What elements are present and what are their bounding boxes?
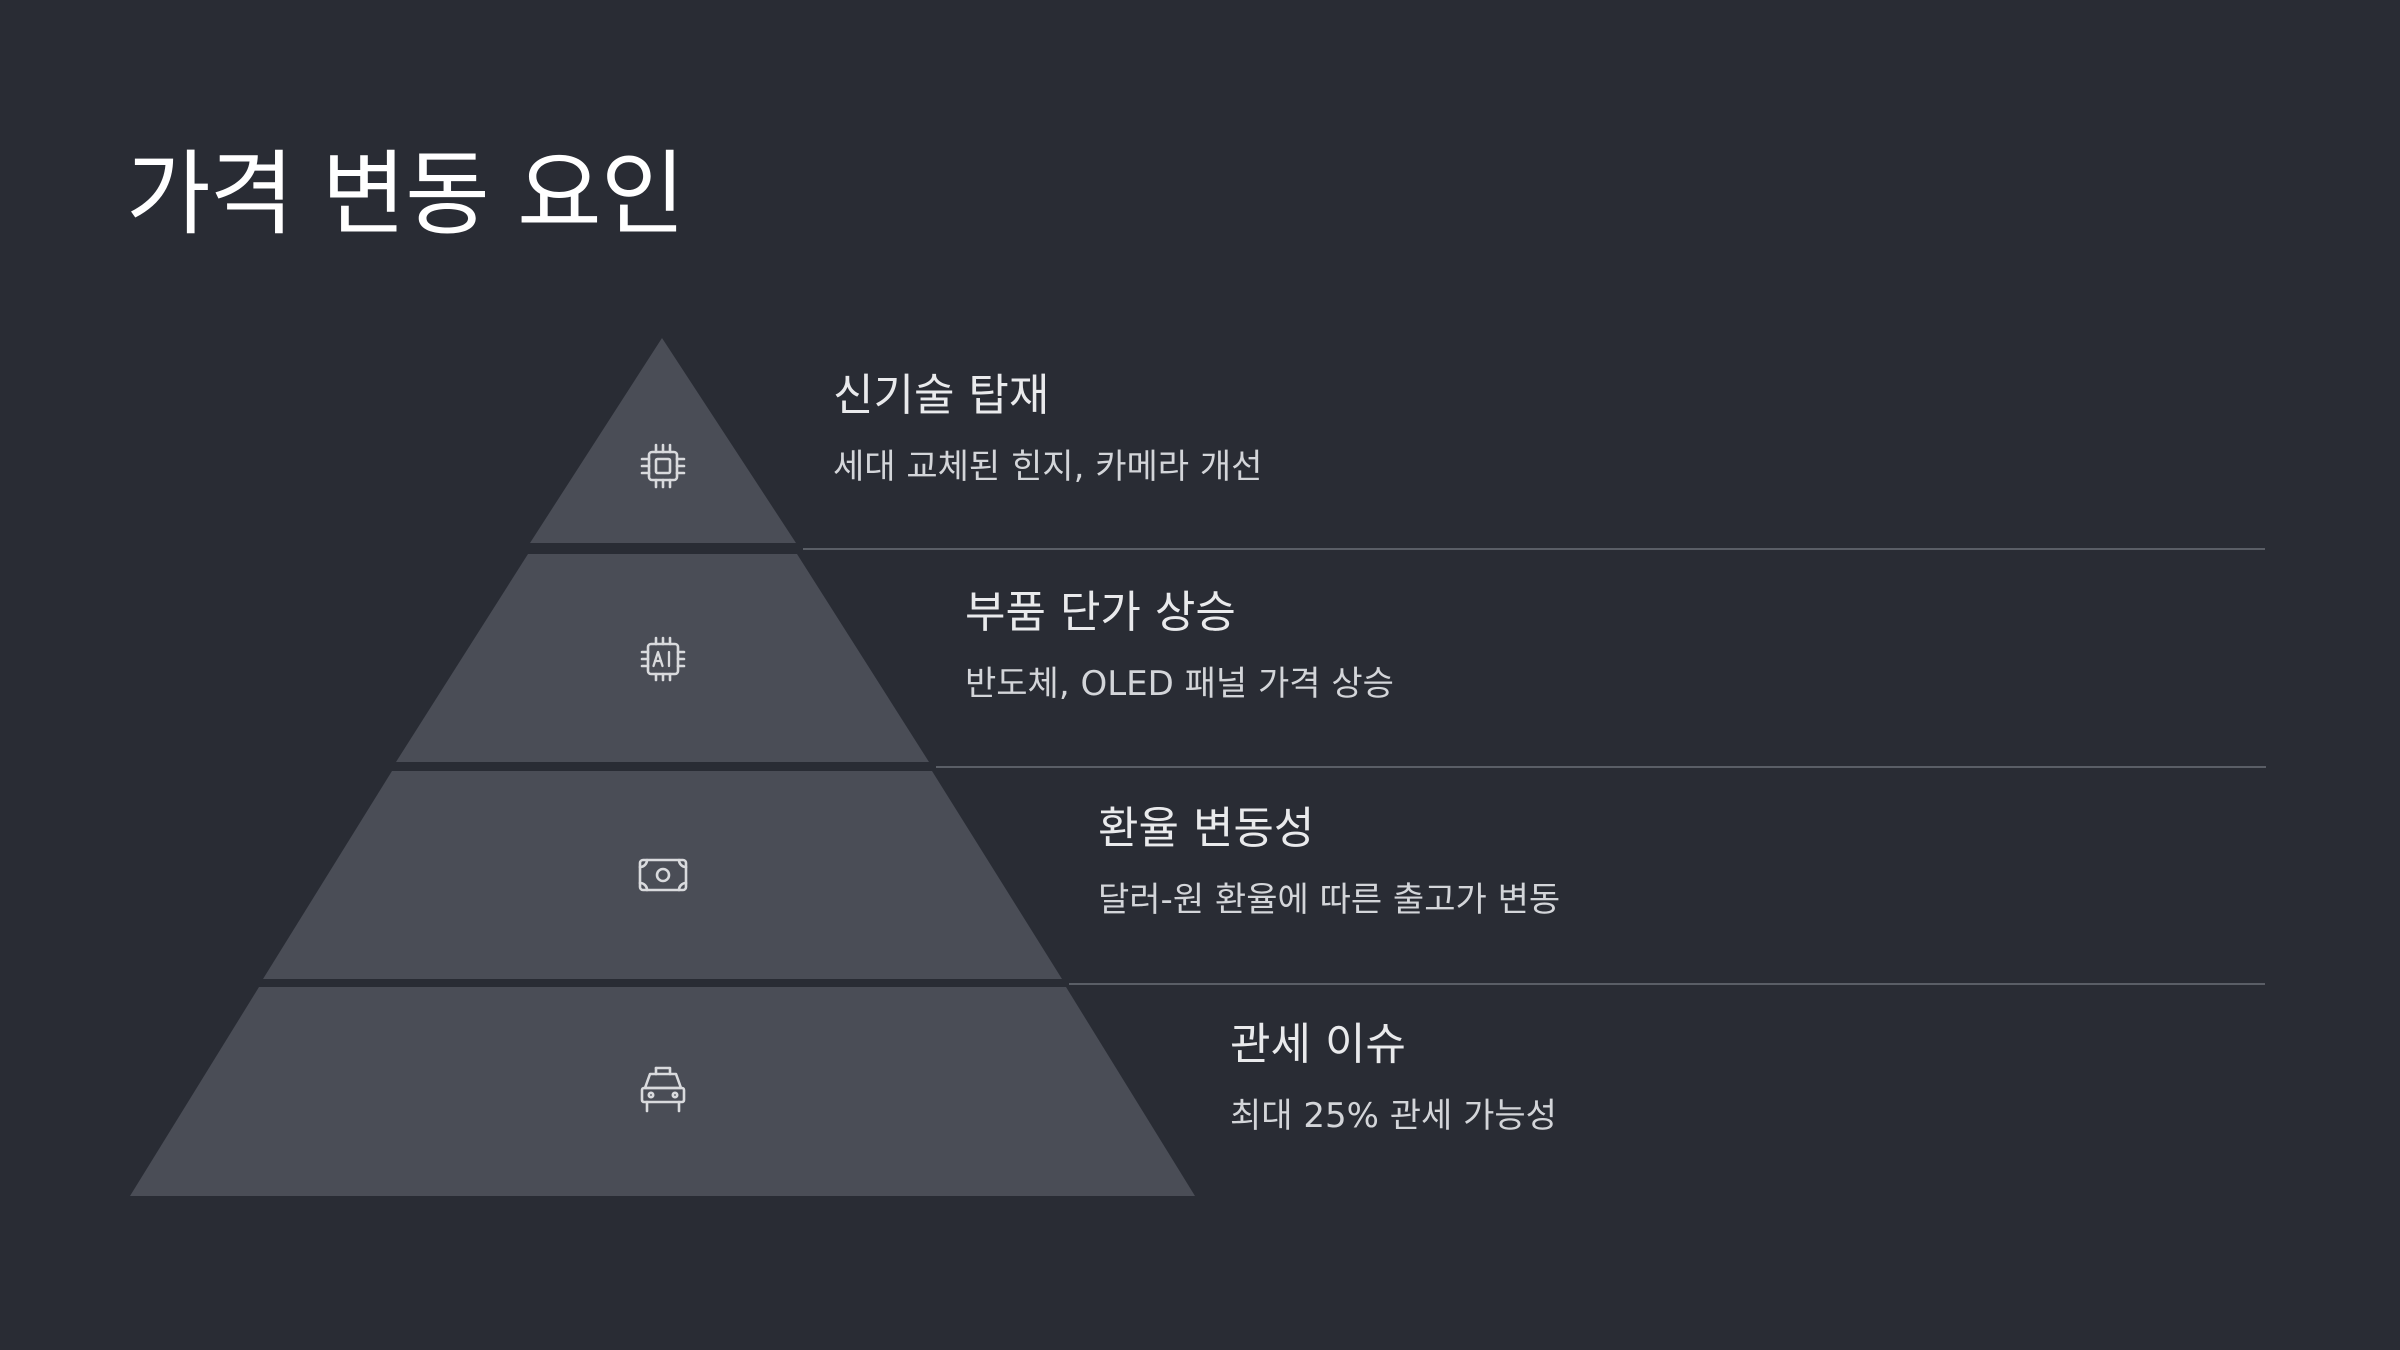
level-3-text: 환율 변동성 달러-원 환율에 따른 출고가 변동: [1098, 803, 1560, 921]
pyramid-level-2: [396, 554, 929, 762]
pyramid-level-4: [130, 987, 1195, 1196]
level-2-title: 부품 단가 상승: [965, 587, 1236, 638]
level-1-description: 세대 교체된 힌지, 카메라 개선: [833, 446, 1263, 487]
pyramid-level-3: [263, 771, 1062, 979]
level-4-text: 관세 이슈 최대 25% 관세 가능성: [1230, 1019, 1557, 1137]
divider-1: [803, 548, 2265, 550]
banknote-icon: [637, 849, 689, 901]
pyramid-level-1: [530, 338, 796, 543]
level-3-description: 달러-원 환율에 따른 출고가 변동: [1098, 879, 1561, 920]
level-2-description: 반도체, OLED 패널 가격 상승: [965, 663, 1394, 704]
level-1-title: 신기술 탑재: [833, 370, 1050, 421]
taxi-icon: [637, 1064, 689, 1116]
chip-icon: [637, 440, 689, 492]
ai-chip-icon: [637, 633, 689, 685]
level-4-description: 최대 25% 관세 가능성: [1230, 1095, 1557, 1136]
divider-2: [936, 766, 2266, 768]
level-2-text: 부품 단가 상승 반도체, OLED 패널 가격 상승: [965, 587, 1394, 705]
slide-title: 가격 변동 요인: [126, 141, 685, 248]
level-3-title: 환율 변동성: [1098, 803, 1315, 854]
level-4-title: 관세 이슈: [1230, 1019, 1406, 1070]
divider-3: [1069, 983, 2265, 985]
level-1-text: 신기술 탑재 세대 교체된 힌지, 카메라 개선: [833, 370, 1262, 488]
